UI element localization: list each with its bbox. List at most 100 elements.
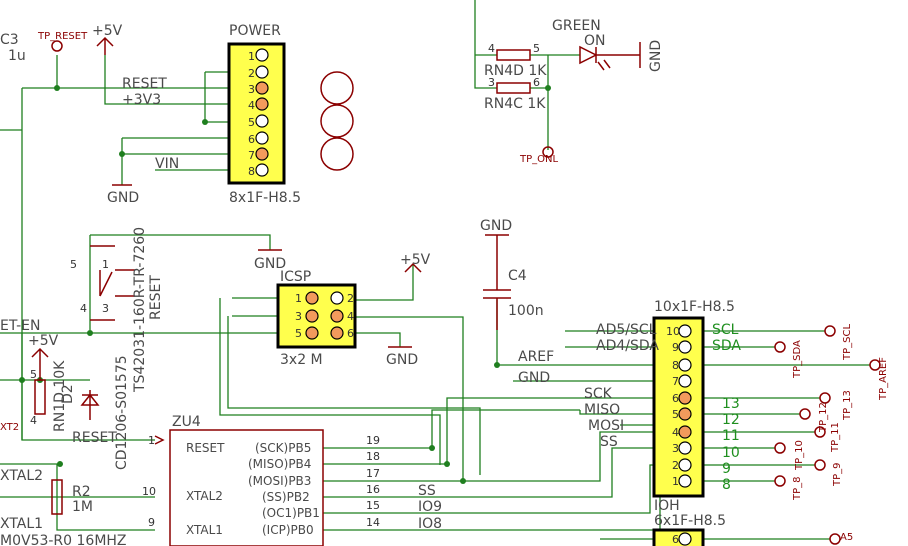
plus5v-left: +5V: [28, 333, 59, 349]
hdr10-pin-7: 7: [672, 375, 679, 388]
zu4-num-14: 14: [366, 516, 380, 529]
hdr10-pin-1: 1: [672, 475, 679, 488]
tp-11: TP_11: [830, 422, 841, 453]
led-on: ON: [584, 33, 606, 49]
zu4-pin-xtal1: XTAL1: [186, 523, 223, 537]
rn4c-pin-3: 3: [488, 76, 495, 89]
net-12: 12: [722, 412, 740, 428]
zu4-num-1: 1: [148, 434, 155, 447]
zu4-pin-pb3: (MOSI)PB3: [248, 474, 311, 488]
icsp-pin-6: 6: [347, 327, 354, 340]
a5-label: A5: [840, 532, 853, 543]
rn4d-pin-4: 4: [488, 42, 495, 55]
sw-pin-4: 4: [80, 302, 87, 315]
zu4-label: ZU4: [172, 414, 201, 430]
net-aref: AREF: [518, 349, 554, 365]
zu4-num-16: 16: [366, 483, 380, 496]
net-sda-right: SDA: [712, 338, 741, 354]
power-header-title: POWER: [229, 23, 281, 39]
net-xtal2: XTAL2: [0, 468, 43, 484]
net-io9: IO9: [418, 499, 442, 515]
switch-code: CD1206-S01575: [114, 355, 130, 470]
tp-8: TP_8: [792, 476, 803, 501]
zu4-pin-reset: RESET: [186, 441, 225, 455]
hdr10-pin-10: 10: [666, 325, 680, 338]
net-10: 10: [722, 445, 740, 461]
zu4-num-10: 10: [142, 485, 156, 498]
power-pin-8: 8: [248, 165, 255, 178]
net-13: 13: [722, 396, 740, 412]
hdr10-pin-9: 9: [672, 341, 679, 354]
zu4-pin-pb4: (MISO)PB4: [248, 457, 311, 471]
zu4-pin-pb2: (SS)PB2: [262, 490, 310, 504]
tp-9: TP_9: [832, 462, 843, 487]
zu4-pin-pb0: (ICP)PB0: [262, 523, 314, 537]
power-pin-4: 4: [248, 99, 255, 112]
hdr6-pin-6: 6: [672, 533, 679, 546]
c4-label: C4: [508, 268, 527, 284]
rn4d-label: RN4D 1K: [484, 63, 547, 79]
net-3v3: +3V3: [122, 92, 161, 108]
tp-aref: TP_AREF: [878, 357, 889, 401]
icsp-pin-5: 5: [295, 327, 302, 340]
net-mosi: MOSI: [588, 418, 624, 434]
junction-dots: [19, 85, 551, 484]
power-pin-5: 5: [248, 116, 255, 129]
digital-header: 10 9 8 7 6 5 4 3 2 1: [652, 316, 705, 498]
et-en-label: ET-EN: [0, 318, 40, 334]
rn4d-pin-5: 5: [533, 42, 540, 55]
rn1d-label: RN1D 10K: [52, 360, 68, 432]
net-reset-left: RESET: [72, 430, 117, 446]
net-9: 9: [722, 461, 731, 477]
net-xtal1: XTAL1: [0, 516, 43, 532]
net-ad5-scl: AD5/SCL: [596, 322, 657, 338]
zu4-num-19: 19: [366, 434, 380, 447]
hdr10-pin-2: 2: [672, 459, 679, 472]
power-pin-7: 7: [248, 149, 255, 162]
net-8: 8: [722, 477, 731, 493]
net-reset: RESET: [122, 76, 167, 92]
power-pin-6: 6: [248, 133, 255, 146]
plus5v-icsp: +5V: [400, 252, 431, 268]
icsp-header: 1 2 3 4 5 6: [276, 283, 357, 349]
rn4c-pin-6: 6: [533, 76, 540, 89]
hdr10-title: 10x1F-H8.5: [654, 299, 735, 315]
net-miso: MISO: [584, 402, 620, 418]
power-header: 1 2 3 4 5 6 7 8: [227, 42, 286, 185]
hdr10-pin-3: 3: [672, 442, 679, 455]
c3-label: C3: [0, 32, 19, 48]
tp-10: TP_10: [794, 440, 805, 471]
power-header-name: 8x1F-H8.5: [229, 190, 301, 206]
sw-pin-1: 1: [102, 258, 109, 271]
net-ss-zu4: SS: [418, 483, 436, 499]
gnd-c4: GND: [480, 218, 512, 234]
led-green: GREEN: [552, 18, 601, 34]
sw-pin-5: 5: [70, 258, 77, 271]
hdr10-pin-5: 5: [672, 408, 679, 421]
xt2-label: XT2: [0, 422, 19, 433]
c3-value: 1u: [8, 48, 26, 64]
hdr6-title: 6x1F-H8.5: [654, 513, 726, 529]
c4-value: 100n: [508, 303, 544, 319]
tp-13: TP_13: [842, 390, 853, 421]
power-pin-3: 3: [248, 83, 255, 96]
rn1-pin-4: 4: [30, 414, 37, 427]
r2-label: R2: [72, 484, 91, 500]
analog-header: 6: [652, 528, 705, 546]
gnd-switch: GND: [254, 256, 286, 272]
tp-reset-label: TP_RESET: [37, 31, 88, 42]
tp-onl-label: TP_ONL: [519, 154, 558, 165]
icsp-title: ICSP: [280, 269, 311, 285]
crystal-label: M0V53-R0 16MHZ: [0, 533, 127, 546]
power-pin-1: 1: [248, 50, 255, 63]
switch-part: TS42031-160R-TR-7260: [132, 227, 148, 393]
zu4-pin-pb5: (SCK)PB5: [255, 441, 311, 455]
rn4c-label: RN4C 1K: [484, 96, 546, 112]
net-ss: SS: [600, 434, 618, 450]
icsp-name: 3x2 M: [280, 352, 323, 368]
icsp-pin-1: 1: [295, 292, 302, 305]
gnd-power: GND: [107, 190, 139, 206]
icsp-pin-4: 4: [347, 310, 354, 323]
net-sck: SCK: [584, 386, 613, 402]
